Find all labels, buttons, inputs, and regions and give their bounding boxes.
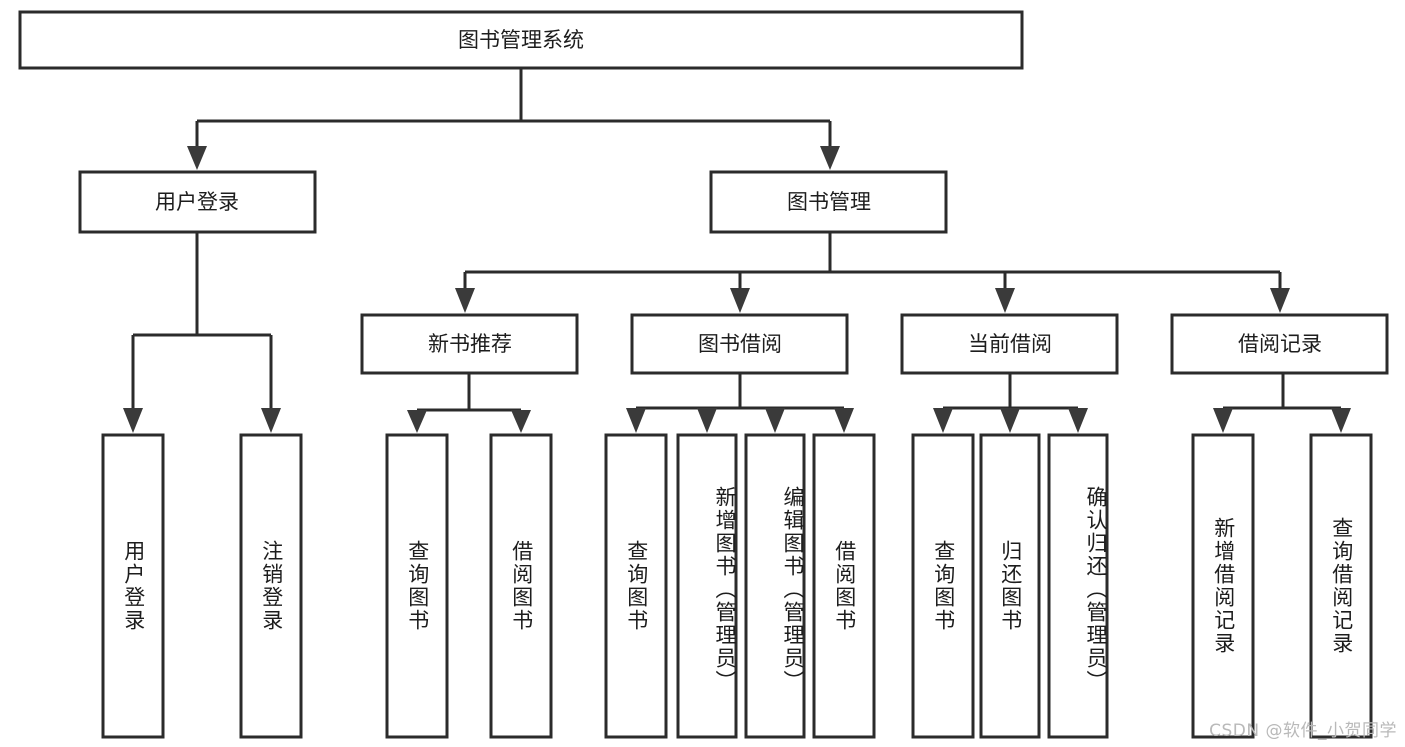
arrow-head-user-login-leaf-1	[123, 408, 143, 433]
arrow-head-book-borrow-leaf-2	[697, 408, 717, 433]
edge-group-newbook-to-leaves	[407, 373, 531, 433]
arrow-head-new-book-leaf-2	[511, 410, 531, 433]
node-current-borrow-label: 当前借阅	[968, 332, 1052, 356]
leaf-group-new-book-recommend	[385, 433, 553, 739]
edge-group-bookborrow-to-leaves	[626, 373, 854, 433]
arrow-head-current-borrow-leaf-3	[1068, 408, 1088, 433]
node-new-book-recommend[interactable]: 新书推荐	[360, 313, 579, 375]
node-book-management-box[interactable]	[709, 170, 948, 234]
node-current-borrow-box[interactable]	[900, 313, 1119, 375]
leaf-box-new-book-1[interactable]	[385, 433, 449, 739]
leaf-box-current-borrow-2[interactable]	[979, 433, 1041, 739]
arrow-head-book-borrow-leaf-4	[834, 408, 854, 433]
leaf-group-user-login	[101, 433, 303, 739]
arrow-head-borrow-record-leaf-1	[1213, 408, 1233, 433]
node-root-box[interactable]	[18, 10, 1024, 70]
leaf-box-current-borrow-3[interactable]	[1047, 433, 1109, 739]
node-user-login[interactable]: 用户登录	[78, 170, 317, 234]
node-new-book-recommend-label: 新书推荐	[428, 332, 512, 356]
arrow-head-current-borrow	[995, 288, 1015, 313]
arrow-head-book-borrow-leaf-1	[626, 408, 646, 433]
node-user-login-box[interactable]	[78, 170, 317, 234]
leaf-group-borrow-record	[1191, 433, 1373, 739]
arrow-head-new-book-leaf-1	[407, 410, 427, 433]
node-book-borrow-box[interactable]	[630, 313, 849, 375]
node-user-login-label: 用户登录	[155, 190, 239, 214]
arrow-head-book-borrow	[730, 288, 750, 313]
arrow-head-borrow-record	[1270, 288, 1290, 313]
node-book-management[interactable]: 图书管理	[709, 170, 948, 234]
leaf-box-book-borrow-3[interactable]	[744, 433, 806, 739]
arrow-head-book-mgmt	[820, 146, 840, 170]
leaf-box-current-borrow-1[interactable]	[911, 433, 975, 739]
leaf-box-user-login-2[interactable]	[239, 433, 303, 739]
arrow-head-book-borrow-leaf-3	[765, 408, 785, 433]
node-book-borrow-label: 图书借阅	[698, 332, 782, 356]
arrow-head-current-borrow-leaf-1	[933, 408, 953, 433]
arrow-head-user-login	[187, 146, 207, 170]
leaf-box-borrow-record-2[interactable]	[1309, 433, 1373, 739]
node-borrow-record-label: 借阅记录	[1238, 332, 1322, 356]
edge-group-borrowrecord-to-leaves	[1213, 373, 1351, 433]
node-new-book-recommend-box[interactable]	[360, 313, 579, 375]
csdn-watermark: CSDN @软件_小贺同学	[1209, 721, 1397, 741]
arrow-head-borrow-record-leaf-2	[1331, 408, 1351, 433]
edge-group-root-to-level2	[187, 68, 840, 170]
leaf-box-book-borrow-1[interactable]	[604, 433, 668, 739]
leaf-box-new-book-2[interactable]	[489, 433, 553, 739]
leaf-box-book-borrow-2[interactable]	[676, 433, 738, 739]
arrow-head-user-login-leaf-2	[261, 408, 281, 433]
edge-group-currentborrow-to-leaves	[933, 373, 1088, 433]
leaf-box-user-login-1[interactable]	[101, 433, 165, 739]
leaf-box-borrow-record-1[interactable]	[1191, 433, 1255, 739]
node-book-management-label: 图书管理	[787, 190, 871, 214]
leaf-group-book-borrow	[604, 433, 876, 739]
arrow-head-new-book-recommend	[455, 288, 475, 313]
edge-group-bookmgmt-to-level3	[455, 232, 1290, 313]
node-current-borrow[interactable]: 当前借阅	[900, 313, 1119, 375]
leaf-group-current-borrow	[911, 433, 1109, 739]
arrow-head-current-borrow-leaf-2	[1000, 408, 1020, 433]
node-book-borrow[interactable]: 图书借阅	[630, 313, 849, 375]
node-root[interactable]: 图书管理系统	[18, 10, 1024, 70]
edge-group-userlogin-to-leaves	[123, 232, 281, 433]
leaf-box-book-borrow-4[interactable]	[812, 433, 876, 739]
node-borrow-record-box[interactable]	[1170, 313, 1389, 375]
node-borrow-record[interactable]: 借阅记录	[1170, 313, 1389, 375]
node-root-label: 图书管理系统	[458, 28, 584, 52]
